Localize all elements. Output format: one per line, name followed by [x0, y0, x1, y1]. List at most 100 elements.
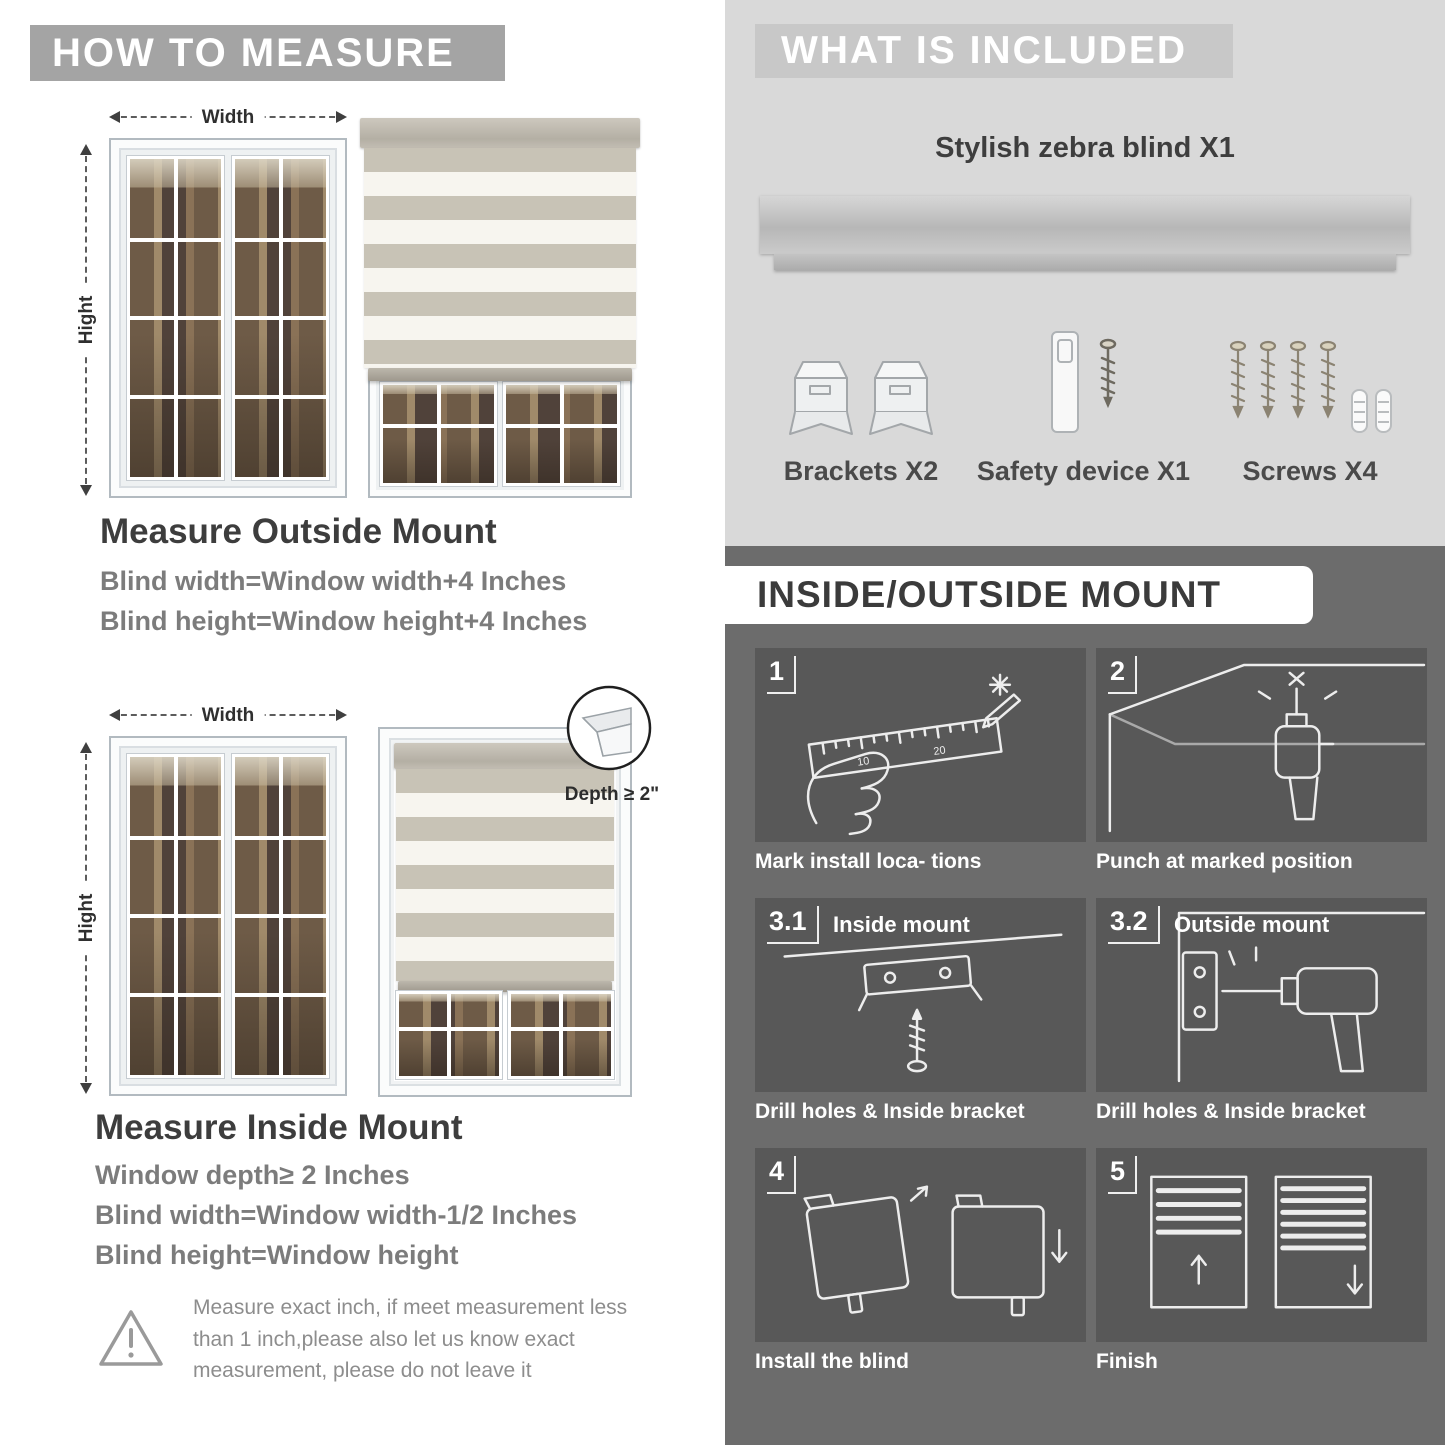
svg-text:20: 20 — [933, 744, 947, 758]
window-muntins — [399, 994, 499, 1076]
screws-label: Screws X4 — [1242, 456, 1378, 486]
width-dimension-line: Width — [109, 704, 347, 728]
warning-triangle-icon — [99, 1310, 163, 1366]
measurement-warning: Measure exact inch, if meet measurement … — [95, 1292, 665, 1387]
install-blind-illustration-icon — [803, 1185, 1068, 1317]
step-number: 3.2 — [1108, 906, 1160, 944]
step-number: 5 — [1108, 1156, 1138, 1194]
finished-blinds-illustration-icon — [1150, 1175, 1372, 1309]
what-is-included-section: WHAT IS INCLUDED Stylish zebra blind X1 — [725, 0, 1445, 546]
inside-formula-height: Blind height=Window height — [95, 1240, 459, 1270]
blind-bottom-rail — [398, 981, 612, 992]
included-item-safety-device: Safety device X1 — [968, 318, 1200, 487]
arrow-left-icon — [109, 709, 120, 721]
step-panel: 4 — [755, 1148, 1086, 1342]
window-muntins — [235, 757, 326, 1075]
window-muntins — [506, 385, 617, 483]
step-number: 1 — [767, 656, 797, 694]
safety-device-label: Safety device X1 — [976, 456, 1191, 486]
zebra-stripes — [364, 148, 636, 368]
arrow-left-icon — [109, 111, 120, 123]
window-illustration — [109, 736, 347, 1096]
depth-detail-magnifier — [565, 684, 653, 777]
step-panel: 3.2 Outside mount — [1096, 898, 1427, 1092]
step-caption: Punch at marked position — [1096, 850, 1353, 873]
step-finish: 5 Finish — [1096, 1148, 1427, 1374]
window-sash — [126, 753, 225, 1079]
arrow-right-icon — [336, 709, 347, 721]
zebra-blind-headrail-illustration — [760, 196, 1410, 270]
window-corner-detail-icon — [566, 685, 652, 771]
window-muntins — [130, 757, 221, 1075]
step-caption: Finish — [1096, 1350, 1158, 1373]
arrow-down-icon — [80, 485, 92, 496]
height-dimension-line: Hight — [75, 742, 99, 1094]
step-caption: Mark install loca- tions — [755, 850, 982, 873]
outside-formula-height: Blind height=Window height+4 Inches — [100, 606, 588, 636]
what-is-included-header: WHAT IS INCLUDED — [755, 24, 1233, 78]
how-to-measure-header: HOW TO MEASURE — [30, 25, 505, 81]
window-sash — [395, 990, 503, 1080]
window-sash — [126, 155, 225, 481]
outside-mount-title: Measure Outside Mount — [100, 512, 497, 551]
inside-mount-blind-figure — [378, 727, 632, 1097]
brackets-icon — [785, 318, 937, 444]
arrow-right-icon — [336, 111, 347, 123]
step-sublabel: Outside mount — [1174, 912, 1330, 937]
mount-steps-grid: 1 10 20 — [755, 648, 1427, 1374]
window-under-blind — [394, 990, 616, 1081]
outside-mount-window-figure: Width Hight — [75, 100, 347, 498]
window-muntins — [130, 159, 221, 477]
step-punch-position: 2 — [1096, 648, 1427, 874]
depth-note: Depth ≥ 2" — [564, 784, 660, 805]
step-panel: 1 10 20 — [755, 648, 1086, 842]
outside-mount-blind-figure — [360, 118, 640, 498]
window-sash — [502, 381, 621, 487]
inside-formula-depth: Window depth≥ 2 Inches — [95, 1160, 410, 1190]
step-number: 3.1 — [767, 906, 819, 944]
step-panel: 2 — [1096, 648, 1427, 842]
blind-item-label: Stylish zebra blind X1 — [935, 132, 1235, 164]
included-item-brackets: Brackets X2 — [755, 318, 967, 487]
step-outside-mount: 3.2 Outside mount — [1096, 898, 1427, 1124]
window-muntins — [235, 159, 326, 477]
headrail-lip — [774, 254, 1396, 270]
window-illustration — [109, 138, 347, 498]
arrow-up-icon — [80, 742, 92, 753]
step-sublabel: Inside mount — [833, 912, 970, 937]
step-caption: Drill holes & Inside bracket — [755, 1100, 1025, 1123]
blind-cassette — [360, 118, 640, 148]
height-label: Hight — [75, 883, 99, 953]
included-item-screws: Screws X4 — [1200, 318, 1420, 487]
step-mark-locations: 1 10 20 — [755, 648, 1086, 874]
step-panel: 3.1 Inside mount — [755, 898, 1086, 1092]
zebra-stripes — [396, 769, 614, 981]
inside-mount-title: Measure Inside Mount — [95, 1108, 463, 1147]
safety-device-icon — [1024, 318, 1144, 444]
inside-formula-width: Blind width=Window width-1/2 Inches — [95, 1200, 578, 1230]
brackets-label: Brackets X2 — [783, 456, 939, 486]
arrow-down-icon — [80, 1083, 92, 1094]
step-caption: Drill holes & Inside bracket — [1096, 1100, 1366, 1123]
window-sash — [379, 381, 498, 487]
blind-bottom-rail — [368, 368, 632, 381]
window-under-blind — [368, 370, 632, 498]
inside-mount-window-figure: Width Hight — [75, 698, 347, 1096]
outside-bracket-illustration-icon — [1177, 911, 1426, 1083]
width-label: Width — [191, 704, 265, 728]
step-caption: Install the blind — [755, 1350, 910, 1373]
mount-header: INSIDE/OUTSIDE MOUNT — [725, 566, 1313, 624]
step-number: 4 — [767, 1156, 797, 1194]
arrow-up-icon — [80, 144, 92, 155]
headrail-cassette — [760, 196, 1410, 254]
step-panel: 5 — [1096, 1148, 1427, 1342]
step-number: 2 — [1108, 656, 1138, 694]
window-muntins — [383, 385, 494, 483]
height-label: Hight — [75, 285, 99, 355]
window-frame — [378, 727, 632, 1097]
screws-icon — [1220, 318, 1400, 444]
outside-formula-width: Blind width=Window width+4 Inches — [100, 566, 567, 596]
inside-bracket-illustration-icon — [783, 933, 1063, 1073]
window-muntins — [511, 994, 611, 1076]
